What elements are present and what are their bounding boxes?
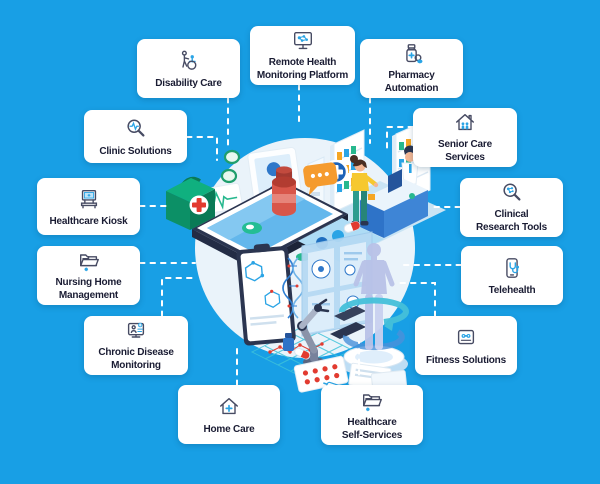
connector-chronic-disease — [161, 277, 195, 317]
card-label: Healthcare Kiosk — [49, 215, 128, 227]
card-label: Telehealth — [488, 284, 536, 296]
card-clinic-solutions: Clinic Solutions — [84, 110, 187, 163]
card-remote-health-monitoring: Remote Health Monitoring Platform — [250, 26, 355, 85]
folder-gear-icon — [77, 249, 101, 273]
card-label: Pharmacy Automation — [384, 70, 439, 94]
folder-plus-icon — [360, 389, 384, 413]
dumbbell-screen-icon — [454, 325, 478, 351]
card-label: Clinic Solutions — [99, 145, 172, 157]
card-label: Remote Health Monitoring Platform — [256, 57, 349, 81]
scanned-figure — [339, 243, 409, 351]
card-label: Home Care — [203, 423, 255, 435]
wheelchair-caregiver-icon — [177, 48, 201, 74]
monitor-molecule-icon — [291, 29, 315, 53]
connector-fitness — [397, 282, 436, 317]
card-label: Fitness Solutions — [426, 354, 506, 366]
magnifier-pulse-icon — [124, 116, 148, 142]
card-nursing-home-management: Nursing Home Management — [37, 246, 140, 305]
clipboard — [236, 243, 296, 346]
monitor-patient-icon — [124, 319, 148, 343]
body-scan-scene — [236, 231, 409, 394]
pill-bottle-icon — [400, 42, 424, 66]
card-healthcare-kiosk: Healthcare Kiosk — [37, 178, 140, 235]
kiosk-terminal-icon — [77, 186, 101, 212]
card-label: Senior Care Services — [438, 139, 492, 163]
house-people-icon — [453, 111, 477, 135]
chat-bubble — [303, 162, 338, 196]
card-chronic-disease-monitoring: Chronic Disease Monitoring — [84, 316, 188, 375]
card-label: Nursing Home Management — [55, 277, 122, 301]
card-label: Disability Care — [155, 77, 222, 89]
phone-stethoscope-icon — [500, 255, 524, 281]
pill-blister — [293, 355, 349, 393]
customer-figure — [350, 155, 379, 226]
card-clinical-research-tools: Clinical Research Tools — [460, 178, 563, 237]
card-healthcare-self-services: Healthcare Self-Services — [321, 385, 423, 445]
card-fitness-solutions: Fitness Solutions — [415, 316, 517, 375]
card-label: Chronic Disease Monitoring — [98, 347, 174, 371]
house-cross-icon — [217, 394, 241, 420]
card-label: Clinical Research Tools — [476, 209, 547, 233]
pill-bottle-red — [272, 166, 296, 216]
medicine-jar-blue — [283, 333, 294, 351]
connector-lines — [139, 84, 462, 386]
card-senior-care-services: Senior Care Services — [413, 108, 517, 167]
first-aid-kit — [166, 176, 215, 230]
diagnostics-screen — [301, 231, 373, 337]
card-label: Healthcare Self-Services — [341, 416, 403, 441]
card-home-care: Home Care — [178, 385, 280, 444]
connector-clinic-solutions — [186, 136, 218, 161]
card-pharmacy-automation: Pharmacy Automation — [360, 39, 463, 98]
card-telehealth: Telehealth — [461, 246, 563, 305]
magnifier-molecule-icon — [500, 181, 524, 205]
connector-senior-care — [386, 126, 414, 153]
card-disability-care: Disability Care — [137, 39, 240, 98]
